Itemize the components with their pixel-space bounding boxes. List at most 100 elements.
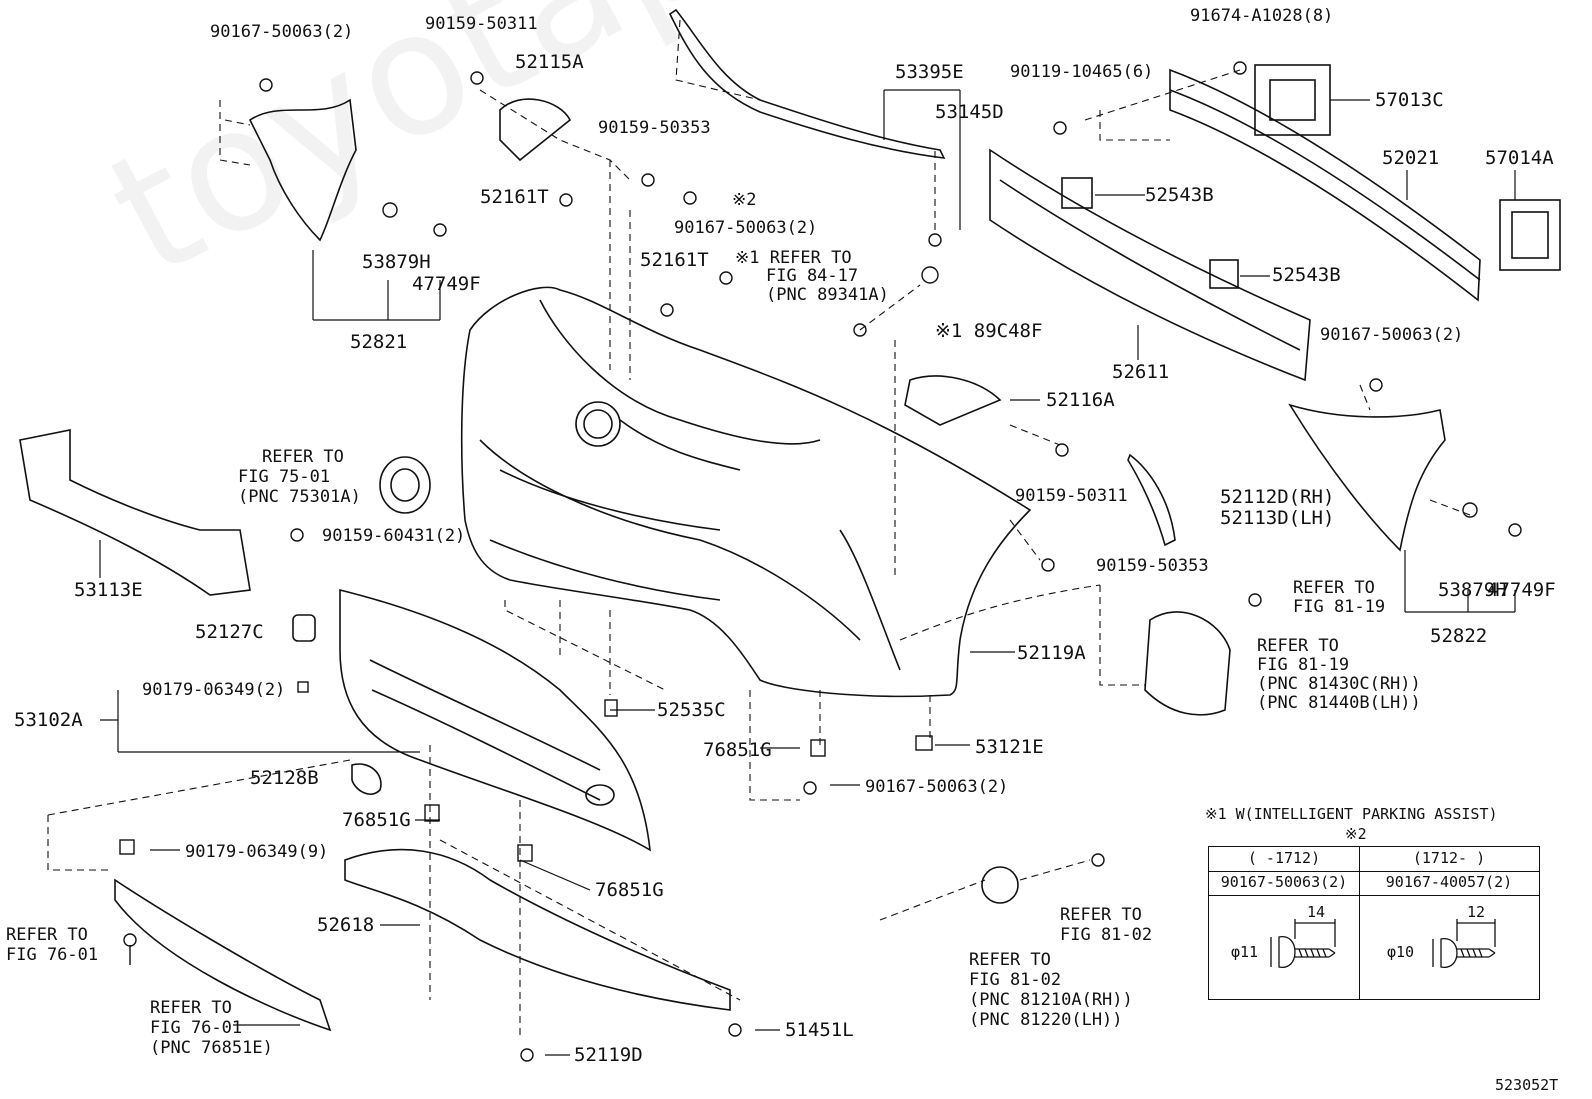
label-90179-06349-9: 90179-06349(9)	[185, 842, 329, 862]
label-76851G-b: 76851G	[342, 809, 411, 831]
label-star2-a: ※2	[732, 190, 757, 210]
label-52161T-b: 52161T	[640, 249, 709, 271]
label-refer76b: REFER TO	[150, 998, 232, 1018]
label-53121E: 53121E	[975, 736, 1044, 758]
emblem-75301A	[379, 456, 431, 514]
label-fig76a: FIG 76-01	[6, 945, 99, 965]
label-fig84-17: FIG 84-17	[766, 266, 859, 286]
label-90159-50311-b: 90159-50311	[1015, 486, 1128, 506]
diagram-code: 523052T	[1495, 1076, 1559, 1094]
label-90167-50063-b: 90167-50063(2)	[674, 218, 818, 238]
bolt	[1369, 378, 1383, 392]
legend-col1-length: 14	[1307, 903, 1326, 921]
label-pnc81430C: (PNC 81430C(RH))	[1257, 674, 1421, 694]
reinforcement-52021	[1169, 68, 1481, 302]
label-52115A: 52115A	[515, 51, 584, 73]
bolt	[1462, 502, 1478, 518]
label-fig81-19a: FIG 81-19	[1293, 597, 1386, 617]
support-52115A	[499, 98, 572, 162]
label-53879H-b: 53879H	[1438, 579, 1507, 601]
bolt	[123, 933, 137, 947]
label-90159-60431: 90159-60431(2)	[322, 526, 466, 546]
bolt	[433, 223, 447, 237]
label-refer76a: REFER TO	[6, 925, 88, 945]
clip	[424, 804, 440, 822]
label-90167-50063-a: 90167-50063(2)	[210, 22, 354, 42]
undercover-52618	[344, 848, 731, 1011]
label-pnc75301A: (PNC 75301A)	[238, 487, 361, 507]
label-52822: 52822	[1430, 625, 1488, 647]
pad-52543B-upper	[1061, 177, 1093, 209]
label-57013C: 57013C	[1375, 89, 1444, 111]
label-53879H-a: 53879H	[362, 251, 431, 273]
bolt	[803, 781, 817, 795]
label-51451L: 51451L	[785, 1019, 854, 1041]
bolt	[290, 528, 304, 542]
legend-bolt-2	[1432, 919, 1496, 968]
bolt	[1055, 443, 1069, 457]
bracket-57014A	[1499, 199, 1561, 271]
label-refer81-02a: REFER TO	[1060, 905, 1142, 925]
bolt	[470, 71, 484, 85]
label-90159-50311-a: 90159-50311	[425, 14, 538, 34]
label-57014A: 57014A	[1485, 147, 1554, 169]
label-fig75: FIG 75-01	[238, 467, 331, 487]
label-53113E: 53113E	[74, 579, 143, 601]
label-pnc81210A: (PNC 81210A(RH))	[969, 990, 1133, 1010]
support-52116A	[904, 375, 1002, 426]
legend-col2-diameter: φ10	[1387, 943, 1415, 961]
bolt	[683, 191, 697, 205]
label-89C48F: ※1 89C48F	[935, 320, 1043, 342]
bolt	[719, 271, 733, 285]
lower-lip	[114, 878, 332, 1032]
legend-col2-range: (1712- )	[1412, 849, 1486, 867]
retainer-right-52822	[1288, 403, 1446, 552]
legend-col2-length: 12	[1467, 903, 1486, 921]
clip	[517, 844, 533, 862]
label-fig76b: FIG 76-01	[150, 1018, 243, 1038]
bolt	[921, 266, 939, 284]
cap-52127C	[292, 614, 316, 642]
bolt	[641, 173, 655, 187]
label-47749F-b: 47749F	[1487, 579, 1556, 601]
label-47749F-a: 47749F	[412, 273, 481, 295]
grille-53102A	[339, 588, 651, 852]
label-53145D: 53145D	[935, 101, 1004, 123]
label-52119D: 52119D	[574, 1044, 643, 1066]
clip	[810, 739, 826, 757]
legend-star2: ※2	[1345, 825, 1367, 843]
bumper-cover-52119A	[460, 286, 1032, 698]
legend-part-row: 90167-50063(2) 90167-40057(2)	[1209, 871, 1539, 896]
label-refer81-02b: REFER TO	[969, 950, 1051, 970]
legend-col1-range: ( -1712)	[1247, 849, 1321, 867]
label-52112D: 52112D(RH)	[1220, 486, 1335, 508]
legend-title: ※1 W(INTELLIGENT PARKING ASSIST)	[1205, 805, 1498, 823]
label-52821: 52821	[350, 331, 408, 353]
label-52119A: 52119A	[1017, 642, 1086, 664]
label-52021: 52021	[1382, 147, 1440, 169]
bolt	[660, 303, 674, 317]
bracket-57013C	[1254, 64, 1331, 136]
fog-lamp	[981, 866, 1019, 904]
bolt	[1041, 558, 1055, 572]
bolt	[928, 233, 942, 247]
fog-housing	[1144, 611, 1231, 716]
bolt	[1233, 61, 1247, 75]
bolt	[1053, 121, 1067, 135]
label-52543B-a: 52543B	[1145, 184, 1214, 206]
retainer-left-52821	[248, 98, 357, 242]
label-pnc76851E: (PNC 76851E)	[150, 1038, 273, 1058]
legend-col1-diameter: φ11	[1231, 943, 1259, 961]
label-52611: 52611	[1112, 361, 1170, 383]
label-fig81-19b: FIG 81-19	[1257, 655, 1350, 675]
molding-52112D	[1127, 453, 1176, 547]
legend-col1-part: 90167-50063(2)	[1220, 873, 1348, 891]
bolt	[728, 1023, 742, 1037]
label-refer75: REFER TO	[262, 447, 344, 467]
bolt	[259, 78, 273, 92]
label-76851G-c: 76851G	[595, 879, 664, 901]
label-star1-refer: ※1 REFER TO	[735, 248, 852, 268]
label-refer81-19b: REFER TO	[1257, 636, 1339, 656]
label-52535C: 52535C	[657, 699, 726, 721]
